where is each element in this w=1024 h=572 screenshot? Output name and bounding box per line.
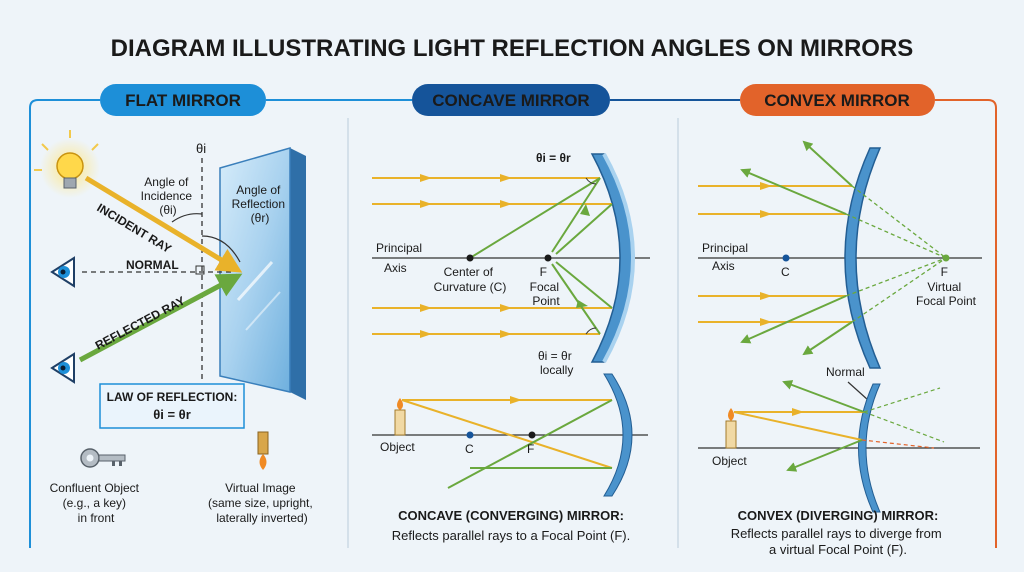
- reflected-ray: [78, 273, 243, 363]
- incident-ray: [84, 175, 243, 273]
- reflected-ray-label: REFLECTED RAY: [93, 294, 187, 353]
- object-rays-convex: [733, 380, 865, 472]
- incident-rays: [372, 174, 612, 338]
- angle-reflection-label: Angle of Reflection (θr): [232, 183, 289, 225]
- concave-caption-text: Reflects parallel rays to a Focal Point …: [392, 528, 630, 543]
- center-of-curvature-label: Center of Curvature (C): [434, 265, 507, 294]
- badge-concave-mirror: CONCAVE MIRROR: [412, 84, 610, 116]
- convex-normal-label: Normal: [826, 365, 865, 379]
- focal-point: [544, 254, 552, 262]
- object-caption: Confluent Object (e.g., a key) in front: [50, 481, 143, 525]
- badge-flat-mirror: FLAT MIRROR: [100, 84, 266, 116]
- convex-object-label: Object: [712, 454, 747, 468]
- law-formula: θi = θr: [153, 407, 191, 422]
- eye-icon: [50, 256, 75, 288]
- virtual-extensions: [845, 185, 947, 323]
- badge-concave-label: CONCAVE MIRROR: [432, 91, 589, 110]
- theta-i-label: θi: [196, 141, 206, 156]
- law-title: LAW OF REFLECTION:: [107, 390, 238, 404]
- candle-icon: [725, 408, 737, 449]
- theta-top-label: θi = θr: [536, 151, 571, 165]
- light-bulb-icon: [34, 130, 100, 198]
- page-title: DIAGRAM ILLUSTRATING LIGHT REFLECTION AN…: [111, 35, 914, 62]
- convex-c-label: C: [781, 265, 790, 279]
- candle-icon: [394, 398, 406, 436]
- convex-c-point: [782, 254, 790, 262]
- center-of-curvature-point: [466, 254, 474, 262]
- reflected-rays: [469, 177, 613, 335]
- reflected-rays-convex: [740, 140, 853, 356]
- badge-flat-label: FLAT MIRROR: [125, 91, 241, 110]
- eye-icon: [50, 352, 75, 384]
- principal-axis-label-convex: Principal Axis: [702, 241, 751, 273]
- c-label: C: [465, 442, 474, 456]
- flat-panel: θi NORMAL INCIDENT RAY REFLECTED: [34, 130, 316, 525]
- theta-bottom-label: θi = θr locally: [538, 349, 575, 377]
- concave-panel: θi = θr Principal Axis Center of Curvatu…: [372, 151, 650, 543]
- concave-mirror: [590, 153, 635, 363]
- convex-caption-text: Reflects parallel rays to diverge from a…: [731, 526, 946, 557]
- f-label: F: [527, 442, 534, 456]
- principal-axis-label: Principal Axis: [376, 241, 425, 275]
- focal-point-label: F Focal Point: [530, 265, 563, 308]
- image-caption: Virtual Image (same size, upright, later…: [208, 481, 316, 525]
- panel-frame: [29, 99, 997, 548]
- convex-caption-title: CONVEX (DIVERGING) MIRROR:: [738, 508, 939, 523]
- concave-caption-title: CONCAVE (CONVERGING) MIRROR:: [398, 508, 624, 523]
- badge-convex-label: CONVEX MIRROR: [764, 91, 909, 110]
- object-label: Object: [380, 440, 415, 454]
- convex-mirror: [844, 147, 882, 369]
- object-rays: [401, 396, 613, 489]
- key-icon: [80, 448, 126, 468]
- virtual-focal-label: F Virtual Focal Point: [916, 265, 977, 308]
- virtual-image-icon: [257, 431, 269, 470]
- convex-mirror-small: [858, 383, 881, 513]
- incident-rays-convex: [698, 182, 852, 326]
- angle-incidence-label: Angle of Incidence (θi): [141, 175, 196, 217]
- badge-convex-mirror: CONVEX MIRROR: [740, 84, 935, 116]
- virtual-focal-point: [942, 254, 950, 262]
- normal-label: NORMAL: [126, 258, 179, 272]
- concave-mirror-small: [603, 373, 633, 497]
- law-of-reflection-box: LAW OF REFLECTION: θi = θr: [99, 383, 245, 429]
- convex-panel: Principal Axis C F Virtual Focal Point N…: [698, 140, 982, 557]
- flat-mirror: [219, 147, 306, 400]
